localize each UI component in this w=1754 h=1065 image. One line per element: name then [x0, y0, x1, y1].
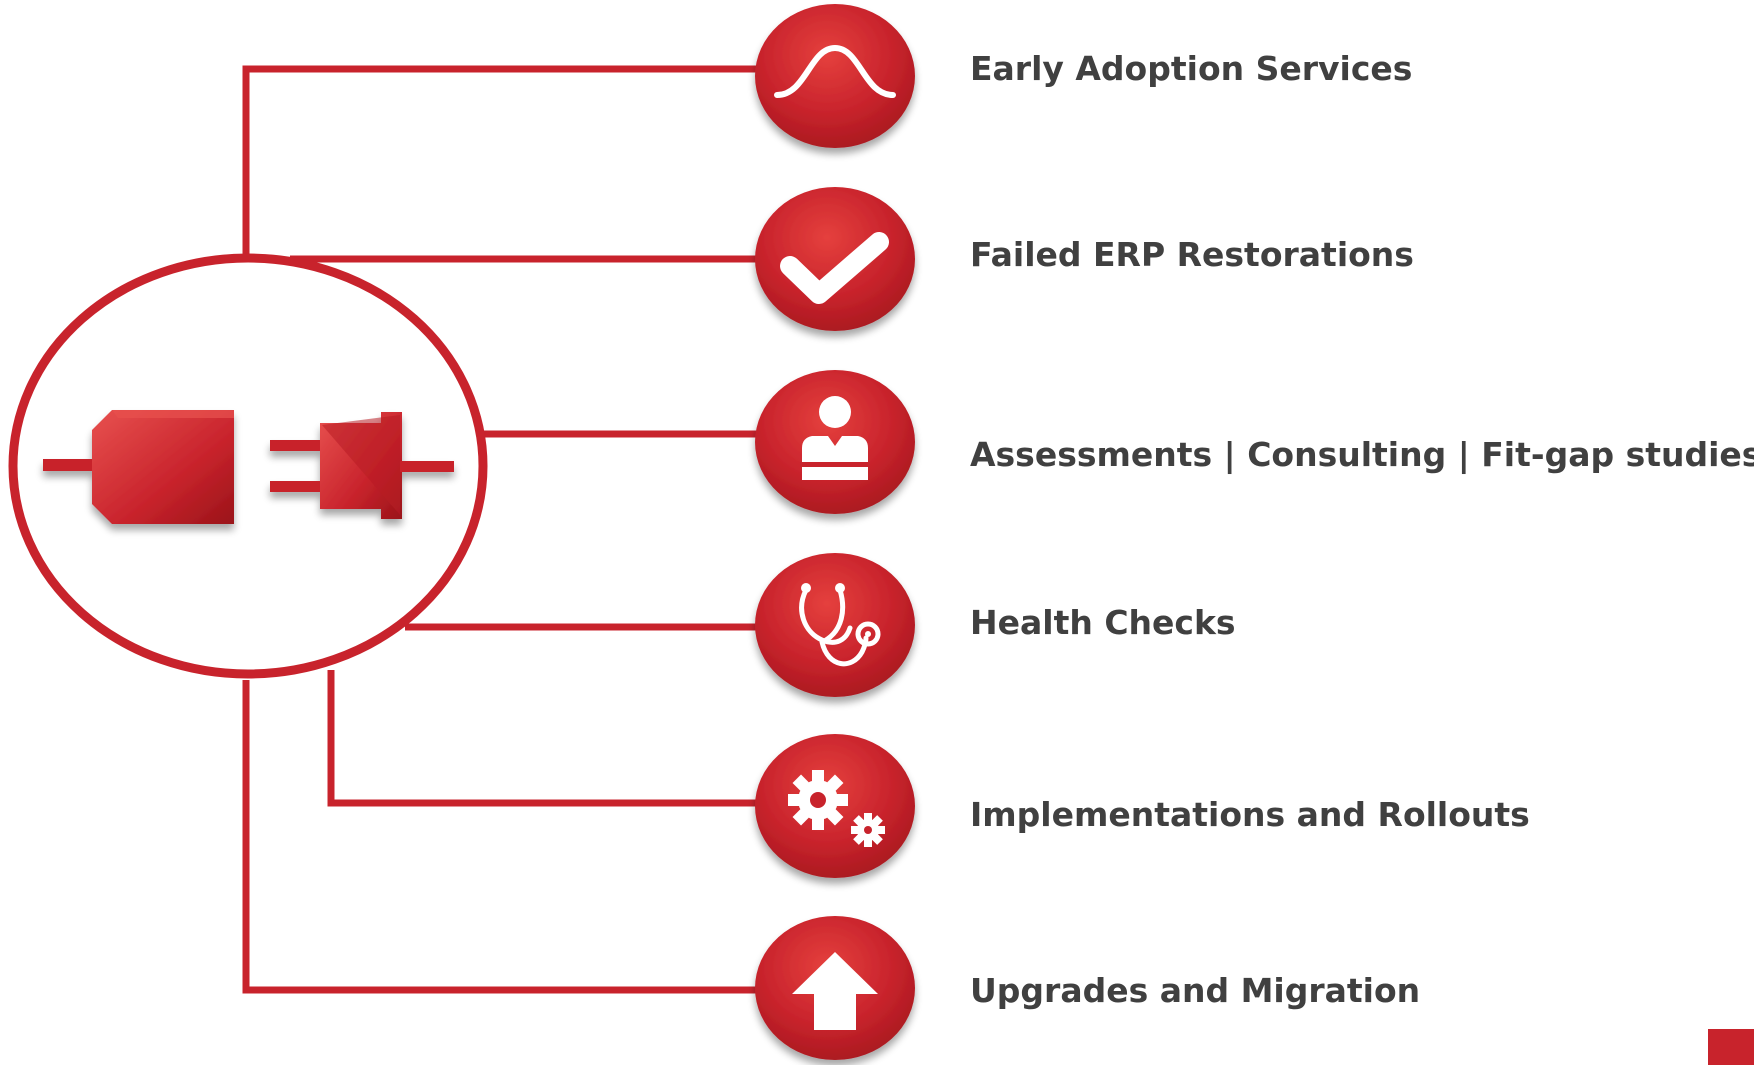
connector-line-1 [242, 65, 762, 255]
hub [8, 253, 488, 679]
checkmark-icon [780, 232, 889, 304]
service-label-2: Failed ERP Restorations [970, 235, 1414, 274]
connector-lines [242, 65, 762, 994]
service-node-1 [755, 4, 915, 148]
service-node-2 [755, 187, 915, 331]
connector-line-6 [242, 680, 762, 994]
plug-socket-icon [43, 410, 454, 524]
service-node-6 [755, 916, 915, 1060]
service-disc-3 [755, 370, 915, 514]
hub-circle [8, 253, 488, 679]
consultant-person-icon [800, 396, 870, 480]
up-arrow-icon [792, 952, 878, 1030]
service-label-1: Early Adoption Services [970, 49, 1413, 88]
service-label-4: Health Checks [970, 603, 1236, 642]
service-disc-2 [755, 187, 915, 331]
service-node-3 [755, 370, 915, 514]
service-label-3: Assessments | Consulting | Fit-gap studi… [970, 435, 1754, 474]
stethoscope-icon [799, 587, 881, 667]
service-label-5: Implementations and Rollouts [970, 795, 1530, 834]
corner-accent-block [1708, 1029, 1754, 1065]
service-label-6: Upgrades and Migration [970, 971, 1421, 1010]
service-node-5 [755, 734, 915, 878]
service-disc-4 [755, 553, 915, 697]
bell-curve-icon [774, 44, 896, 98]
connector-line-5 [327, 670, 762, 807]
service-disc-1 [755, 4, 915, 148]
service-node-4 [755, 553, 915, 697]
